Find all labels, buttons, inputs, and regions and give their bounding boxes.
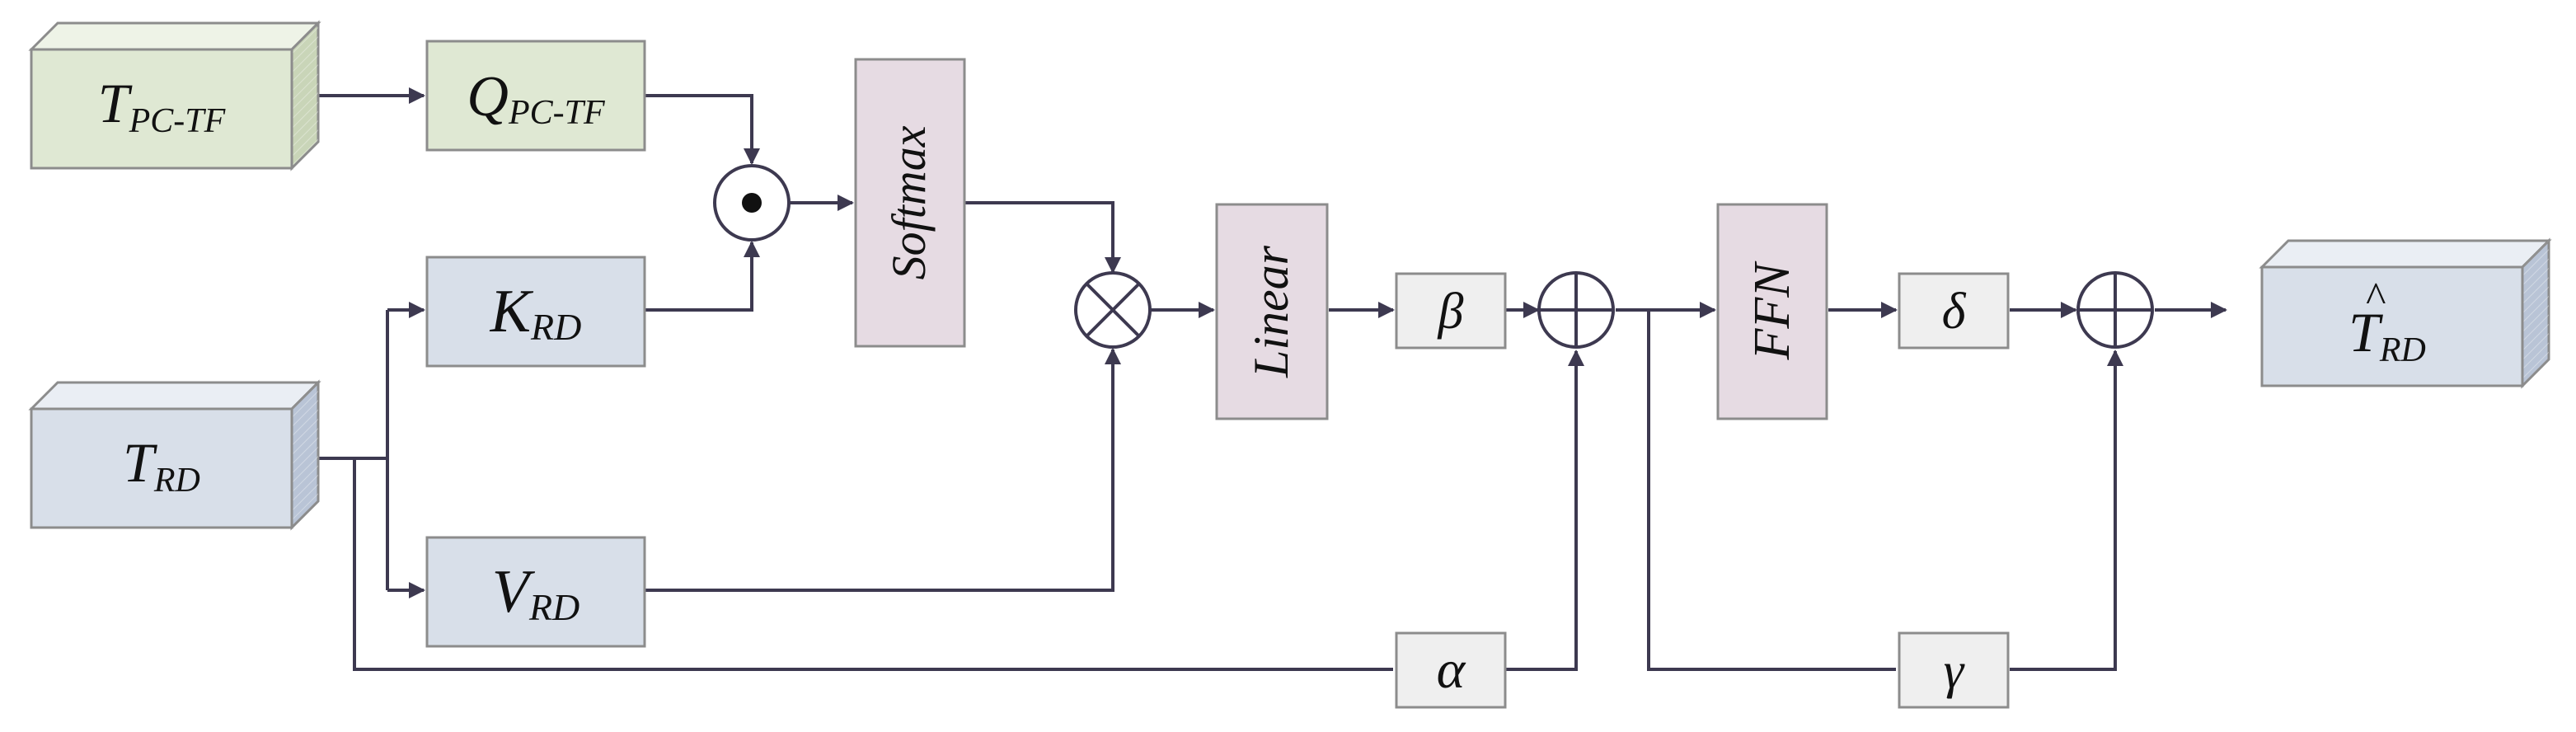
svg-text:TRD: TRD — [123, 431, 200, 500]
v-rd-sub: RD — [528, 586, 579, 628]
t-pc-tf-sub: PC-TF — [129, 102, 226, 140]
q-pc-tf-sub: PC-TF — [508, 94, 605, 132]
output-main: T — [2348, 301, 2383, 364]
ffn-block: FFN — [1716, 203, 1828, 420]
edge-krd-to-dot — [643, 241, 760, 312]
edge-softmax-to-times — [964, 201, 1121, 274]
q-pc-tf-main: Q — [467, 65, 509, 129]
alpha-label: α — [1437, 640, 1466, 700]
edge-trd-to-alpha — [353, 458, 1393, 671]
circle-times-icon — [1074, 271, 1152, 349]
linear-label: Linear — [1244, 245, 1298, 378]
linear-block: Linear — [1215, 203, 1329, 420]
svg-text:QPC-TF: QPC-TF — [467, 65, 605, 132]
t-pc-tf-block: TPC-TF — [28, 20, 321, 171]
delta-block: δ — [1898, 272, 2010, 350]
t-rd-sub: RD — [153, 462, 200, 500]
output-block: TRD ^ — [2259, 237, 2552, 389]
svg-text:TRD: TRD — [2348, 301, 2426, 369]
edge-add1-to-gamma — [1647, 310, 1896, 671]
edge-qpctf-to-dot — [643, 94, 760, 165]
output-hat: ^ — [2365, 274, 2386, 321]
dot-product-icon — [713, 164, 791, 242]
alpha-block: α — [1395, 631, 1507, 709]
output-sub: RD — [2379, 331, 2426, 369]
edge-alpha-to-add1 — [1505, 350, 1584, 671]
gamma-block: γ — [1898, 631, 2010, 709]
svg-text:KRD: KRD — [490, 278, 582, 348]
v-rd-main: V — [492, 558, 536, 626]
k-rd-block: KRD — [425, 256, 646, 368]
k-rd-main: K — [490, 278, 534, 345]
gamma-label: γ — [1944, 643, 1965, 699]
beta-block: β — [1395, 272, 1507, 350]
edge-vrd-to-times — [643, 348, 1121, 592]
svg-text:TPC-TF: TPC-TF — [98, 72, 226, 140]
svg-text:VRD: VRD — [492, 558, 580, 628]
softmax-label: Softmax — [882, 125, 936, 279]
edge-gamma-to-add2 — [2010, 350, 2123, 671]
v-rd-block: VRD — [425, 536, 646, 648]
circle-plus-icon — [1537, 271, 1615, 349]
beta-label: β — [1438, 284, 1464, 340]
t-pc-tf-main: T — [98, 72, 133, 134]
q-pc-tf-block: QPC-TF — [425, 40, 646, 152]
delta-label: δ — [1942, 284, 1967, 340]
t-rd-block: TRD — [28, 379, 321, 531]
softmax-block: Softmax — [854, 58, 966, 348]
ffn-label: FFN — [1744, 260, 1800, 361]
circle-plus-icon — [2076, 271, 2154, 349]
t-rd-main: T — [123, 431, 157, 494]
k-rd-sub: RD — [530, 306, 581, 348]
